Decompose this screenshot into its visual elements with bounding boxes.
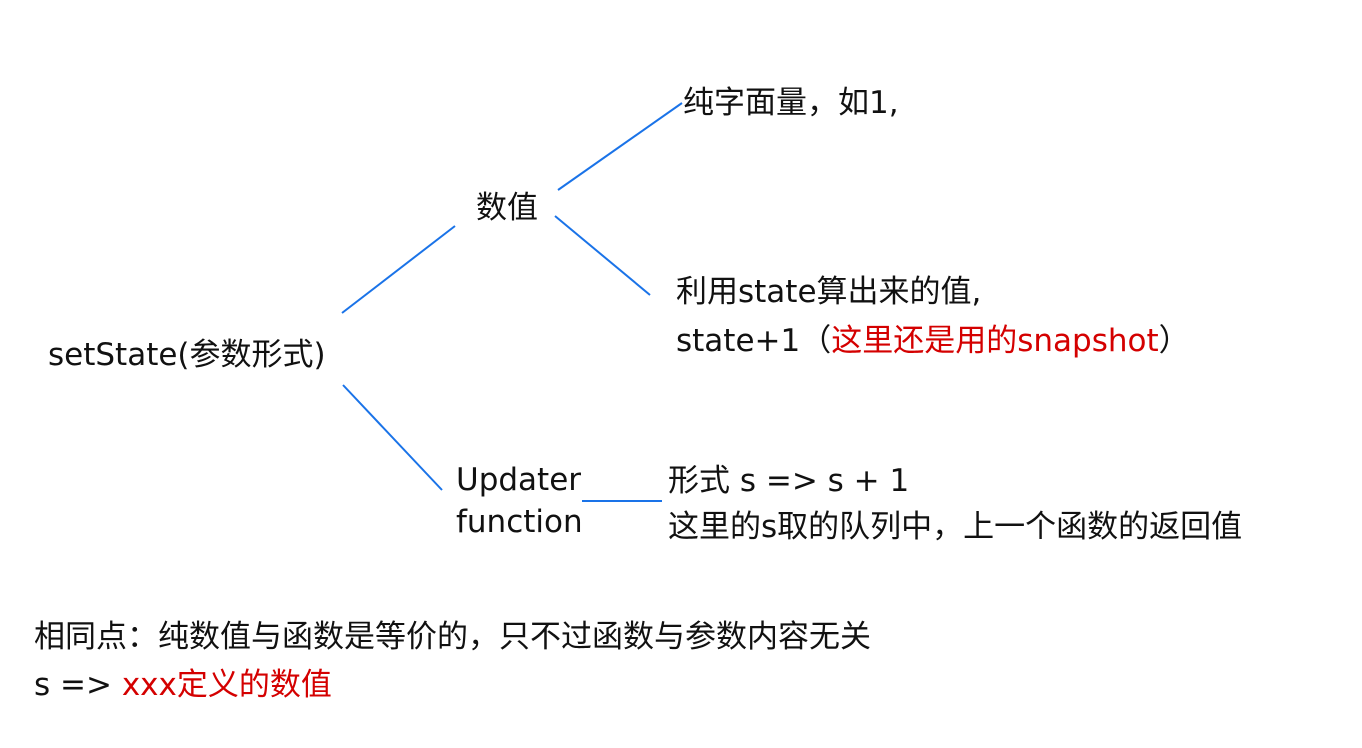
computed-leaf-prefix: state+1（ — [676, 323, 832, 359]
connector-root-to-updater — [342, 384, 443, 491]
computed-leaf-suffix: ） — [1158, 323, 1190, 359]
value-branch-node: 数值 — [476, 190, 538, 226]
updater-leaf-line-2: 这里的s取的队列中，上一个函数的返回值 — [668, 509, 1243, 545]
updater-branch-line-1: Updater — [456, 462, 582, 498]
computed-leaf-line-1: 利用state算出来的值, — [676, 274, 982, 310]
computed-leaf-line-2: state+1（这里还是用的snapshot） — [676, 322, 1190, 360]
note-line-2-prefix: s => — [34, 667, 122, 703]
note-line-1: 相同点：纯数值与函数是等价的，只不过函数与参数内容无关 — [34, 619, 871, 655]
snapshot-highlight: 这里还是用的snapshot — [831, 323, 1159, 359]
root-node: setState(参数形式) — [48, 337, 326, 373]
connector-root-to-value — [341, 225, 456, 314]
updater-branch-line-2: function — [456, 504, 583, 540]
literal-leaf-node: 纯字面量，如1, — [683, 85, 899, 121]
note-line-2-highlight: xxx定义的数值 — [121, 667, 332, 703]
note-line-2: s => xxx定义的数值 — [34, 666, 332, 704]
connector-value-to-literal — [557, 102, 683, 191]
updater-leaf-line-1: 形式 s => s + 1 — [668, 463, 910, 499]
connector-value-to-computed — [554, 215, 651, 296]
